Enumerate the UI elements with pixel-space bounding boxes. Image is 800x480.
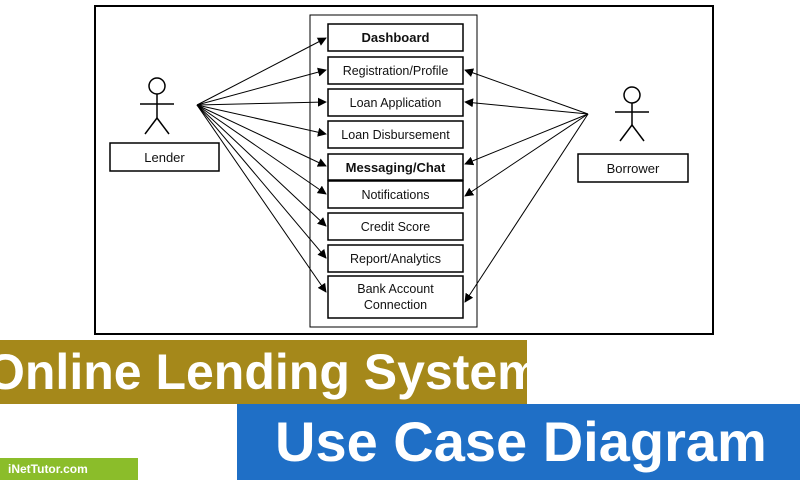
use-case-loan-disbursement — [327, 120, 464, 149]
subtitle-text: Use Case Diagram — [275, 410, 767, 473]
use-case-report-analytics — [327, 244, 464, 273]
lender-to-loan-application — [196, 97, 327, 107]
lender-label: Lender — [144, 150, 185, 165]
borrower-to-messaging — [464, 113, 589, 166]
use-case-bank-account-connection — [327, 275, 464, 319]
use-case-messaging-chat — [327, 153, 464, 181]
lender-actor — [140, 77, 174, 135]
use-case-report-analytics-label: Report/Analytics — [350, 252, 441, 266]
borrower-label: Borrower — [607, 161, 660, 176]
use-case-messaging-chat-label: Messaging/Chat — [346, 160, 446, 175]
use-case-notifications — [327, 180, 464, 209]
title-banner: Online Lending System — [0, 340, 527, 404]
lender-to-messaging — [196, 104, 327, 167]
borrower-label-box — [577, 153, 689, 183]
use-case-loan-disbursement-label: Loan Disbursement — [341, 128, 450, 142]
borrower-actor — [615, 86, 649, 142]
use-case-loan-application-label: Loan Application — [350, 96, 442, 110]
use-case-registration-profile-label: Registration/Profile — [343, 64, 449, 78]
borrower-to-bank-account — [464, 113, 589, 303]
borrower-associations — [464, 68, 589, 303]
lender-to-report — [196, 104, 327, 259]
lender-to-registration — [196, 67, 327, 106]
lender-to-loan-disbursement — [196, 104, 327, 137]
brand-text: iNetTutor.com — [8, 462, 88, 476]
borrower-to-loan-application — [464, 98, 589, 115]
use-case-bank-account-connection-label-line2: Connection — [364, 298, 427, 312]
lender-to-dashboard — [196, 37, 327, 106]
use-case-dashboard-label: Dashboard — [362, 30, 430, 45]
use-case-credit-score-label: Credit Score — [361, 220, 431, 234]
use-case-notifications-label: Notifications — [361, 188, 429, 202]
use-case-credit-score — [327, 212, 464, 241]
use-case-bank-account-connection-label-line1: Bank Account — [357, 282, 434, 296]
use-case-registration-profile — [327, 56, 464, 85]
brand-badge: iNetTutor.com — [0, 458, 138, 480]
use-case-loan-application — [327, 88, 464, 117]
lender-to-bank-account — [196, 104, 327, 293]
use-case-dashboard — [327, 23, 464, 52]
use-case-diagram: Lender Borrower Dashboard Registration/P… — [94, 5, 714, 335]
lender-to-credit-score — [196, 104, 327, 227]
subtitle-banner: Use Case Diagram — [237, 404, 800, 480]
title-text: Online Lending System — [0, 344, 527, 400]
borrower-to-notifications — [464, 113, 589, 197]
borrower-to-registration — [464, 68, 589, 115]
lender-to-notifications — [196, 104, 327, 195]
lender-head — [148, 77, 166, 95]
lender-associations — [196, 37, 327, 293]
lender-label-box — [109, 142, 220, 172]
borrower-head — [623, 86, 641, 104]
